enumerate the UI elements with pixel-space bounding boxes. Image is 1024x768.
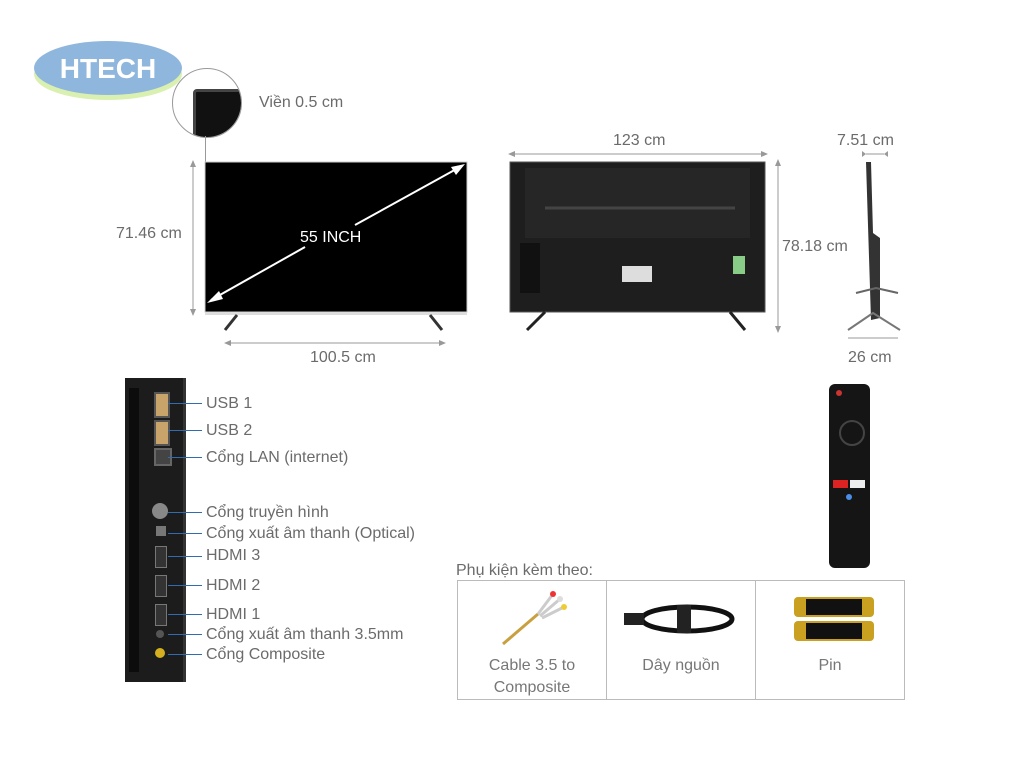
port-audio-3-5mm: Cổng xuất âm thanh 3.5mm — [206, 626, 404, 643]
port-antenna: Cổng truyền hình — [206, 504, 329, 521]
port-lan: Cổng LAN (internet) — [206, 449, 349, 466]
port-composite: Cổng Composite — [206, 646, 326, 663]
power-cord-icon — [624, 604, 735, 634]
side-depth-label: 7.51 cm — [837, 132, 894, 149]
bezel-label: Viền 0.5 cm — [259, 94, 344, 111]
tv-back-diagram — [508, 151, 781, 333]
port-hdmi2: HDMI 2 — [206, 577, 261, 594]
accessories-title: Phụ kiện kèm theo: — [456, 562, 593, 579]
port-hdmi3: HDMI 3 — [206, 547, 261, 564]
svg-text:HTECH: HTECH — [60, 53, 156, 84]
accessory-batteries: Pin — [756, 581, 904, 699]
remote-control-image — [829, 384, 870, 568]
av-cable-icon — [502, 591, 567, 646]
htech-logo: HTECH — [32, 38, 184, 102]
port-panel — [125, 378, 186, 682]
batteries-icon — [794, 597, 874, 641]
front-height-label: 71.46 cm — [116, 225, 182, 242]
accessories-table: Cable 3.5 to Composite Dây nguồn Pin — [457, 580, 905, 700]
port-optical: Cổng xuất âm thanh (Optical) — [206, 525, 415, 542]
port-usb1: USB 1 — [206, 395, 253, 412]
back-width-label: 123 cm — [613, 132, 666, 149]
tv-side-diagram — [847, 151, 901, 339]
accessory-power-cord: Dây nguồn — [607, 581, 756, 699]
port-hdmi1: HDMI 1 — [206, 606, 261, 623]
front-width-label: 100.5 cm — [310, 349, 376, 366]
back-height-label: 78.18 cm — [782, 238, 848, 255]
port-usb2: USB 2 — [206, 422, 253, 439]
accessory-cable: Cable 3.5 to Composite — [458, 581, 607, 699]
tv-front-diagram — [190, 160, 468, 346]
side-stand-label: 26 cm — [848, 349, 892, 366]
front-diagonal-label: 55 INCH — [300, 229, 362, 246]
bezel-zoom-circle — [172, 68, 242, 138]
